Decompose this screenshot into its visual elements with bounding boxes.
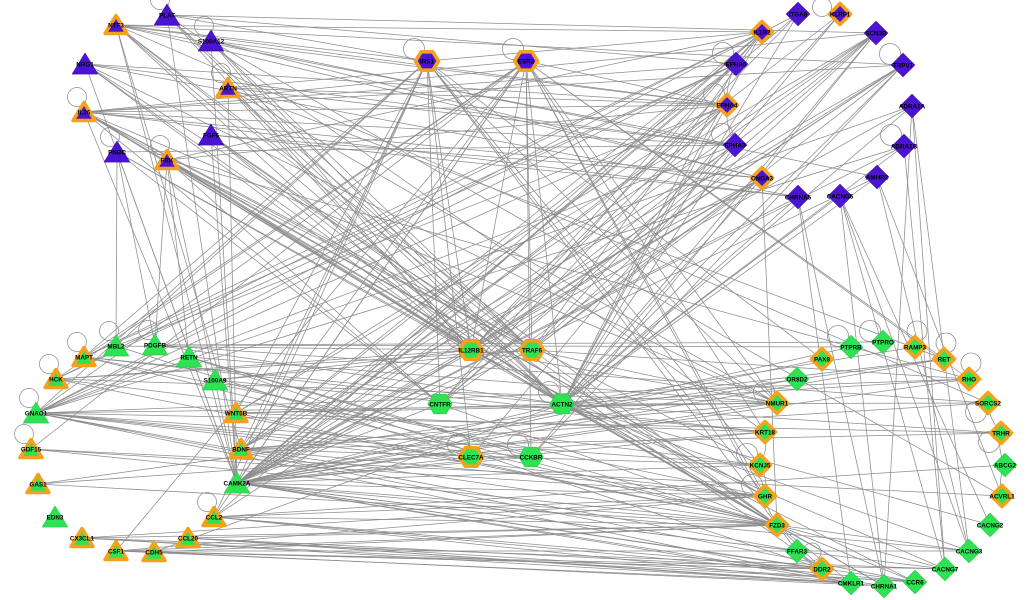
svg-text:CCL20: CCL20	[178, 536, 198, 543]
svg-text:MBL2: MBL2	[107, 344, 125, 351]
svg-text:ESR2: ESR2	[518, 59, 535, 66]
svg-text:CAMK2A: CAMK2A	[224, 481, 251, 488]
svg-text:RET: RET	[938, 357, 951, 364]
svg-text:PNBC: PNBC	[108, 150, 126, 157]
svg-text:NTF3: NTF3	[108, 23, 124, 30]
svg-text:OR8D2: OR8D2	[787, 377, 808, 384]
svg-text:CLEC7A: CLEC7A	[458, 455, 484, 462]
svg-text:CACNG2: CACNG2	[977, 523, 1004, 530]
svg-text:SORCS2: SORCS2	[975, 401, 1001, 408]
svg-text:CNTFR: CNTFR	[429, 402, 451, 409]
svg-text:CACNG3: CACNG3	[956, 549, 983, 556]
svg-text:HCK: HCK	[49, 377, 63, 384]
svg-text:ABCG2: ABCG2	[994, 463, 1017, 470]
svg-text:TRHR: TRHR	[992, 431, 1010, 438]
svg-text:FZD3: FZD3	[769, 523, 785, 530]
svg-text:BDNF: BDNF	[232, 447, 250, 454]
svg-text:CNGA3: CNGA3	[751, 176, 774, 183]
svg-text:KLRF1: KLRF1	[830, 12, 851, 19]
svg-text:CX3CL1: CX3CL1	[70, 536, 95, 543]
svg-text:IL12RB1: IL12RB1	[458, 348, 484, 355]
svg-text:FFAR3: FFAR3	[787, 549, 807, 556]
svg-text:CACNG5: CACNG5	[827, 194, 854, 201]
svg-text:CHRNA5: CHRNA5	[785, 195, 812, 202]
svg-text:AMHR2: AMHR2	[866, 175, 889, 182]
svg-text:CMKLR1: CMKLR1	[838, 581, 865, 588]
svg-text:CHRNA1: CHRNA1	[871, 584, 898, 591]
svg-text:ACTN2: ACTN2	[552, 402, 573, 409]
svg-text:PTPRO: PTPRO	[872, 340, 894, 347]
svg-text:ADRA1A: ADRA1A	[899, 104, 926, 111]
svg-text:GAS1: GAS1	[29, 482, 47, 489]
svg-text:NRG1: NRG1	[76, 62, 94, 69]
svg-text:PTPRB: PTPRB	[840, 345, 862, 352]
svg-text:WNT5B: WNT5B	[225, 411, 248, 418]
svg-text:FGF6: FGF6	[203, 133, 220, 140]
svg-text:SCN3B: SCN3B	[865, 31, 887, 38]
svg-text:ACVRL1: ACVRL1	[989, 494, 1015, 501]
svg-text:EPHA5: EPHA5	[726, 62, 747, 69]
svg-text:EDN3: EDN3	[47, 515, 64, 522]
svg-text:CDH5: CDH5	[145, 550, 163, 557]
svg-text:ARTN: ARTN	[219, 86, 237, 93]
svg-text:EPHA4: EPHA4	[717, 103, 738, 110]
svg-text:KCNJ5: KCNJ5	[750, 463, 771, 470]
svg-text:RHO: RHO	[962, 377, 976, 384]
svg-text:CACNG7: CACNG7	[932, 567, 959, 574]
svg-text:IL36: IL36	[78, 110, 91, 117]
svg-text:NMUR1: NMUR1	[766, 401, 789, 408]
svg-text:CSF1: CSF1	[108, 549, 125, 556]
svg-text:PLAT: PLAT	[159, 13, 175, 20]
svg-text:PAX8: PAX8	[814, 357, 830, 364]
svg-text:TRPV1: TRPV1	[893, 63, 914, 70]
svg-text:GHR: GHR	[758, 494, 772, 501]
svg-text:EPHA3: EPHA3	[725, 143, 746, 150]
svg-text:FRK: FRK	[161, 158, 174, 165]
svg-text:MAPT: MAPT	[75, 355, 93, 362]
svg-text:RAMP3: RAMP3	[904, 345, 927, 352]
svg-text:RETN: RETN	[180, 355, 198, 362]
svg-text:ADRA1B: ADRA1B	[891, 144, 918, 151]
svg-text:GNAO1: GNAO1	[25, 411, 48, 418]
svg-text:PDGFB: PDGFB	[144, 343, 166, 350]
svg-text:DDR2: DDR2	[813, 567, 831, 574]
svg-text:IRS1: IRS1	[420, 59, 434, 66]
svg-text:IL1R2: IL1R2	[753, 30, 771, 37]
svg-text:CCR6: CCR6	[906, 580, 924, 587]
svg-text:S100A12: S100A12	[198, 39, 225, 46]
svg-text:S100A9: S100A9	[204, 378, 227, 385]
svg-text:KRT18: KRT18	[755, 430, 775, 437]
svg-text:CCKBR: CCKBR	[520, 455, 543, 462]
svg-text:TRAF6: TRAF6	[522, 348, 543, 355]
svg-text:ITGA8: ITGA8	[789, 12, 808, 19]
svg-text:GDF15: GDF15	[21, 447, 42, 454]
svg-text:CCL2: CCL2	[206, 515, 223, 522]
